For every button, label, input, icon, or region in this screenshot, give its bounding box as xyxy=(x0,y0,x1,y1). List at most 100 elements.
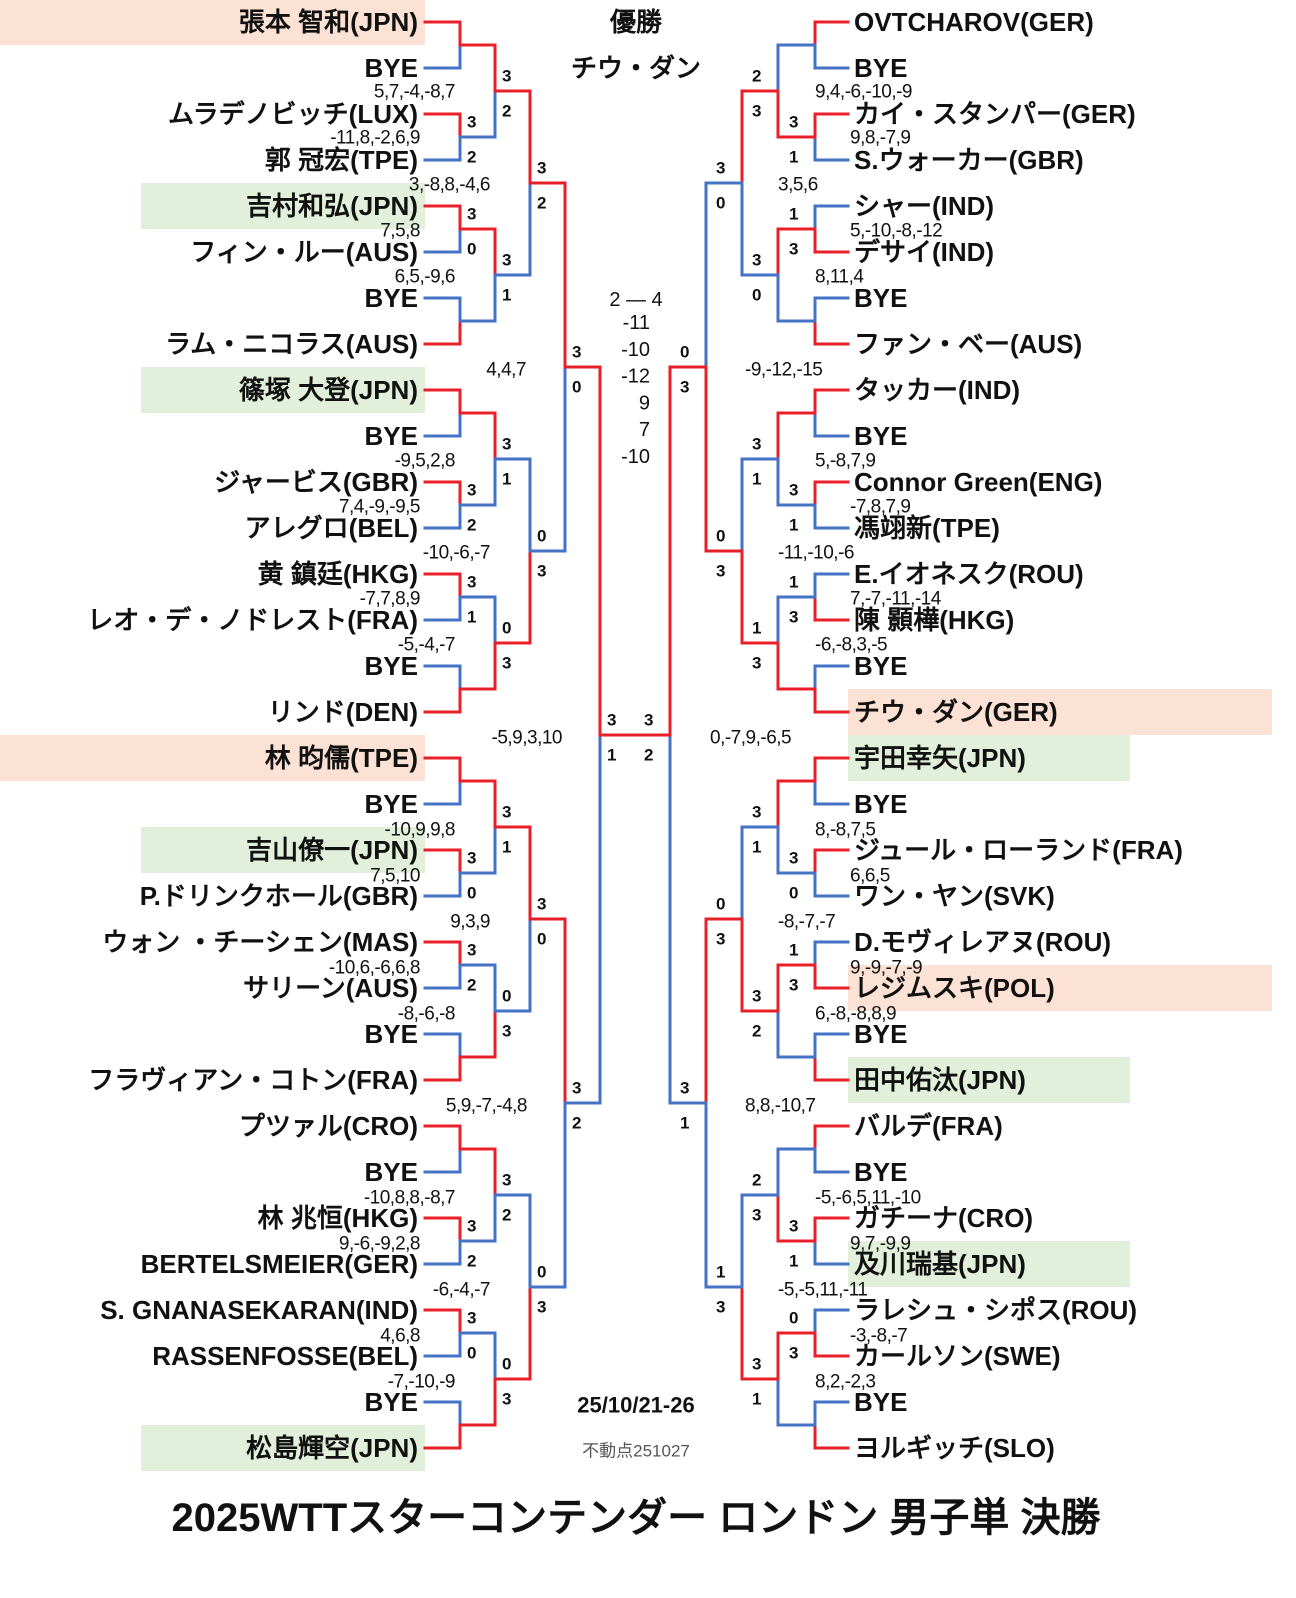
match-score-top: 3 xyxy=(502,67,511,86)
player-name: カールソン(SWE) xyxy=(854,1341,1061,1371)
match-score-bottom: 0 xyxy=(789,884,798,903)
player-name: 松島輝空(JPN) xyxy=(246,1433,418,1463)
game-scores: -9,-12,-15 xyxy=(745,360,822,381)
match-score-bottom: 3 xyxy=(537,1298,546,1317)
game-scores: -6,-8,3,-5 xyxy=(815,635,887,656)
match-score-bottom: 1 xyxy=(752,1390,761,1409)
match-score-bottom: 0 xyxy=(752,286,761,305)
final-game-score: -11 xyxy=(623,312,650,334)
player-name: 篠塚 大登(JPN) xyxy=(239,375,418,405)
player-name: RASSENFOSSE(BEL) xyxy=(152,1341,418,1371)
match-score-top: 3 xyxy=(607,711,616,730)
player-name: 張本 智和(JPN) xyxy=(239,7,418,37)
match-score-top: 0 xyxy=(537,1263,546,1282)
match-score-top: 3 xyxy=(789,849,798,868)
match-score-top: 3 xyxy=(467,205,476,224)
player-name: 及川瑞基(JPN) xyxy=(854,1249,1026,1279)
game-scores: 9,4,-6,-10,-9 xyxy=(815,82,912,103)
game-scores: -3,-8,-7 xyxy=(850,1326,907,1347)
match-score-bottom: 3 xyxy=(502,1022,511,1041)
match-score-top: 3 xyxy=(752,803,761,822)
match-score-bottom: 3 xyxy=(716,562,725,581)
page-title: 2025WTTスターコンテンダー ロンドン 男子単 決勝 xyxy=(172,1496,1102,1540)
match-score-top: 3 xyxy=(467,849,476,868)
match-score-bottom: 3 xyxy=(752,102,761,121)
final-game-score: 9 xyxy=(639,392,650,414)
match-score-top: 3 xyxy=(467,1217,476,1236)
player-name: BYE xyxy=(854,1387,907,1417)
match-score-top: 3 xyxy=(467,113,476,132)
player-name: BERTELSMEIER(GER) xyxy=(141,1249,418,1279)
match-score-top: 3 xyxy=(680,1079,689,1098)
final-game-score: -10 xyxy=(621,339,650,361)
highlight-orange xyxy=(848,689,1272,735)
game-scores: 6,6,5 xyxy=(850,866,890,887)
player-name: BYE xyxy=(854,421,907,451)
match-score-top: 3 xyxy=(752,987,761,1006)
match-score-bottom: 0 xyxy=(467,1344,476,1363)
player-name: ジュール・ローランド(FRA) xyxy=(854,835,1183,865)
game-scores: -5,-5,11,-11 xyxy=(778,1280,867,1301)
game-scores: -5,-4,-7 xyxy=(398,635,455,656)
match-score-bottom: 2 xyxy=(644,746,653,765)
player-name: レオ・デ・ノドレスト(FRA) xyxy=(87,605,418,635)
highlight-green xyxy=(141,1425,425,1471)
player-name: ラム・ニコラス(AUS) xyxy=(165,329,418,359)
match-score-top: 0 xyxy=(537,527,546,546)
highlight-green xyxy=(848,1241,1130,1287)
match-score-bottom: 2 xyxy=(502,102,511,121)
match-score-bottom: 2 xyxy=(467,516,476,535)
match-score-top: 0 xyxy=(502,1355,511,1374)
match-score-bottom: 2 xyxy=(467,148,476,167)
match-score-top: 3 xyxy=(467,481,476,500)
game-scores: 8,2,-2,3 xyxy=(815,1372,875,1393)
match-score-top: 3 xyxy=(752,435,761,454)
player-name: フラヴィアン・コトン(FRA) xyxy=(88,1065,418,1095)
final-game-score: 7 xyxy=(639,419,650,441)
match-score-bottom: 1 xyxy=(752,470,761,489)
match-score-bottom: 2 xyxy=(537,194,546,213)
champion-name: チウ・ダン xyxy=(571,53,701,83)
player-name: BYE xyxy=(365,1387,418,1417)
match-score-bottom: 0 xyxy=(537,930,546,949)
match-score-bottom: 3 xyxy=(537,562,546,581)
player-name: ムラデノビッチ(LUX) xyxy=(168,99,418,129)
match-score-top: 0 xyxy=(716,895,725,914)
player-name: 吉村和弘(JPN) xyxy=(246,191,418,221)
match-score-top: 1 xyxy=(789,205,798,224)
match-score-bottom: 0 xyxy=(467,884,476,903)
player-name: リンド(DEN) xyxy=(268,697,418,727)
match-score-top: 0 xyxy=(502,987,511,1006)
game-scores: 9,-6,-9,2,8 xyxy=(339,1234,420,1255)
match-score-bottom: 0 xyxy=(572,378,581,397)
player-name: 吉山僚一(JPN) xyxy=(246,835,418,865)
player-name: OVTCHAROV(GER) xyxy=(854,7,1094,37)
game-scores: -7,8,7,9 xyxy=(850,497,910,518)
player-name: BYE xyxy=(365,53,418,83)
game-scores: 8,-8,7,5 xyxy=(815,820,875,841)
game-scores: -11,-10,-6 xyxy=(778,543,854,564)
game-scores: 6,-8,-8,8,9 xyxy=(815,1004,896,1025)
player-name: 宇田幸矢(JPN) xyxy=(854,743,1026,773)
player-name: BYE xyxy=(365,651,418,681)
match-score-bottom: 1 xyxy=(680,1114,689,1133)
player-name: ラレシュ・シポス(ROU) xyxy=(854,1295,1137,1325)
player-name: フィン・ルー(AUS) xyxy=(190,237,418,267)
match-score-top: 3 xyxy=(467,573,476,592)
match-score-bottom: 3 xyxy=(752,1206,761,1225)
game-scores: 9,-9,-7,-9 xyxy=(850,958,922,979)
highlight-green xyxy=(141,827,425,873)
credit: 不動点251027 xyxy=(582,1442,690,1461)
highlight-orange xyxy=(848,965,1272,1011)
event-dates: 25/10/21-26 xyxy=(577,1393,694,1418)
match-score-top: 3 xyxy=(502,251,511,270)
player-name: チウ・ダン(GER) xyxy=(854,697,1058,727)
game-scores: 7,5,10 xyxy=(370,866,420,887)
match-score-top: 3 xyxy=(502,803,511,822)
match-score-bottom: 1 xyxy=(752,838,761,857)
match-score-top: 1 xyxy=(789,573,798,592)
match-score-bottom: 2 xyxy=(502,1206,511,1225)
game-scores: 8,11,4 xyxy=(815,267,864,288)
player-name: BYE xyxy=(365,1157,418,1187)
